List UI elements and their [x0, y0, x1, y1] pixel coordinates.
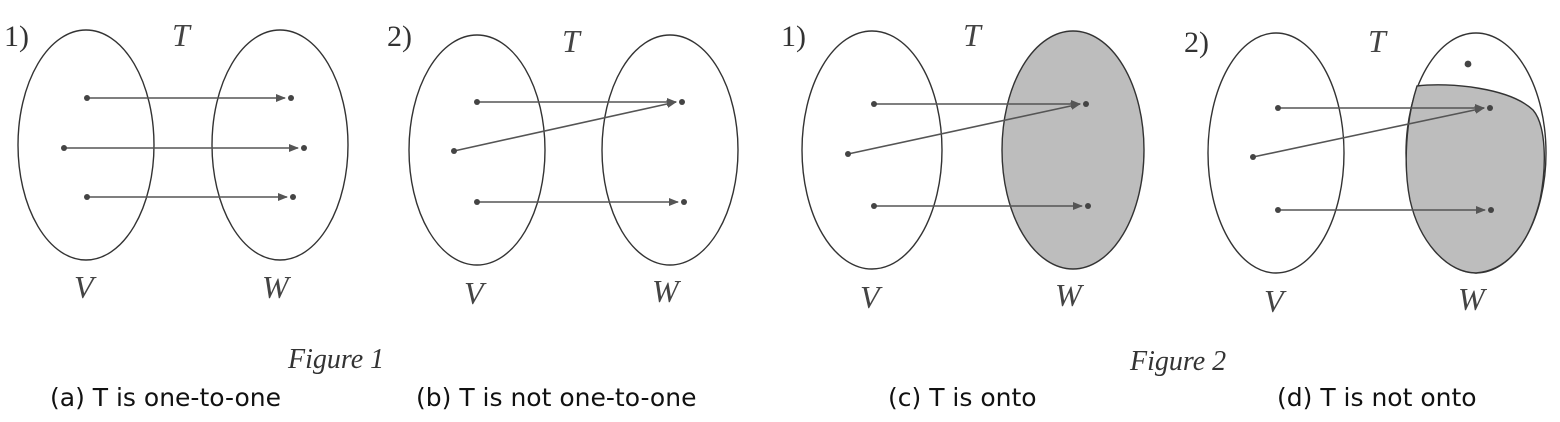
caption-b: (b) T is not one-to-one — [416, 383, 696, 412]
panel-b: 2) T V W — [387, 20, 739, 311]
domain-set-oval — [408, 34, 546, 266]
domain-label: V — [464, 275, 487, 311]
panel-d: 2) T V W — [1184, 23, 1547, 319]
codomain-point — [301, 145, 307, 151]
codomain-point — [290, 194, 296, 200]
domain-label: V — [74, 269, 97, 305]
codomain-set-shaded — [1001, 30, 1145, 270]
codomain-label: W — [262, 269, 292, 305]
domain-point — [451, 148, 457, 154]
caption-d: (d) T is not onto — [1277, 383, 1477, 412]
panel-number: 2) — [1184, 26, 1209, 59]
figure-label: Figure 2 — [1129, 346, 1226, 377]
unreached-codomain-point — [1464, 60, 1472, 68]
domain-label: V — [860, 279, 883, 315]
caption-c: (c) T is onto — [888, 383, 1037, 412]
mapping-arrow — [1252, 105, 1485, 158]
domain-point — [871, 101, 877, 107]
codomain-label: W — [1055, 277, 1085, 313]
codomain-label: W — [652, 273, 682, 309]
map-label: T — [963, 17, 983, 53]
mapping-arrow — [847, 101, 1081, 155]
codomain-point — [1488, 207, 1494, 213]
domain-point — [871, 203, 877, 209]
caption-a: (a) T is one-to-one — [50, 383, 281, 412]
domain-point — [84, 194, 90, 200]
panel-number: 2) — [387, 20, 412, 53]
codomain-point — [681, 199, 687, 205]
codomain-point — [288, 95, 294, 101]
domain-point — [474, 199, 480, 205]
map-label: T — [172, 17, 192, 53]
codomain-set-oval — [601, 34, 739, 266]
codomain-point — [1487, 105, 1493, 111]
mapping-arrow — [453, 100, 677, 152]
codomain-set-oval — [211, 29, 349, 261]
panel-a: 1) T V W — [4, 17, 349, 305]
domain-label: V — [1264, 283, 1287, 319]
domain-point — [1250, 154, 1256, 160]
panel-c: 1) T V W — [781, 17, 1145, 315]
codomain-label: W — [1458, 281, 1488, 317]
panel-number: 1) — [4, 20, 29, 53]
domain-point — [1275, 105, 1281, 111]
domain-point — [845, 151, 851, 157]
map-label: T — [562, 23, 582, 59]
domain-point — [84, 95, 90, 101]
domain-set-oval — [801, 30, 943, 270]
domain-point — [474, 99, 480, 105]
domain-point — [61, 145, 67, 151]
codomain-point — [1085, 203, 1091, 209]
domain-point — [1275, 207, 1281, 213]
domain-set-oval — [17, 29, 155, 261]
codomain-point — [679, 99, 685, 105]
codomain-point — [1083, 101, 1089, 107]
map-label: T — [1368, 23, 1388, 59]
domain-set-oval — [1207, 32, 1345, 274]
figure-label: Figure 1 — [287, 344, 384, 375]
range-shaded-region — [1405, 84, 1546, 274]
panel-number: 1) — [781, 20, 806, 53]
